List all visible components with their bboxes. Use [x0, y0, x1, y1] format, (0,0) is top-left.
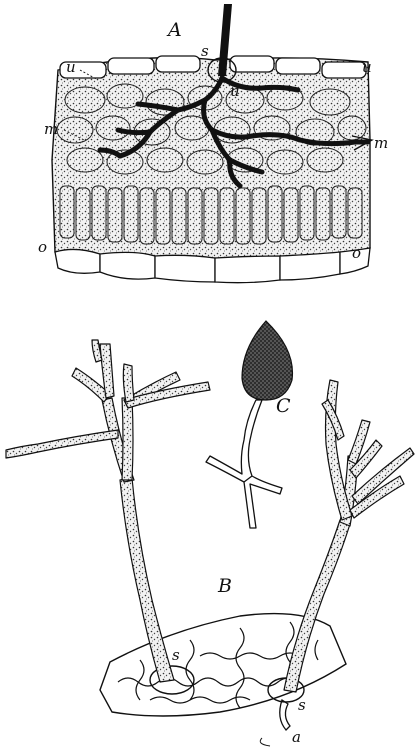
conidiophore-right	[284, 380, 414, 692]
label-s-right: s	[298, 696, 306, 714]
label-s-stoma-top: s	[201, 42, 209, 60]
label-m-left: m	[44, 120, 58, 138]
label-a-bottom: a	[292, 728, 301, 746]
label-u-right: u	[362, 58, 372, 76]
spore-head	[242, 321, 292, 400]
label-u-center: u	[230, 82, 240, 100]
panel-a-leaf-section	[52, 4, 372, 283]
curl-bottom	[260, 738, 270, 746]
label-panel-a: A	[166, 19, 182, 41]
label-u-left: u	[66, 58, 76, 76]
label-o-left: o	[38, 238, 47, 256]
spore-stalk	[206, 400, 282, 528]
panel-b-conidiophores	[6, 340, 414, 746]
label-s-left: s	[172, 646, 180, 664]
conidiophore-left	[6, 340, 210, 682]
label-panel-b: B	[217, 575, 232, 597]
label-panel-c: C	[276, 395, 291, 417]
panel-c-spore-body	[206, 321, 292, 528]
label-o-right: o	[352, 244, 361, 262]
leaf-tissue	[52, 58, 370, 262]
hypha-bottom	[280, 700, 290, 730]
label-m-right: m	[374, 134, 388, 152]
